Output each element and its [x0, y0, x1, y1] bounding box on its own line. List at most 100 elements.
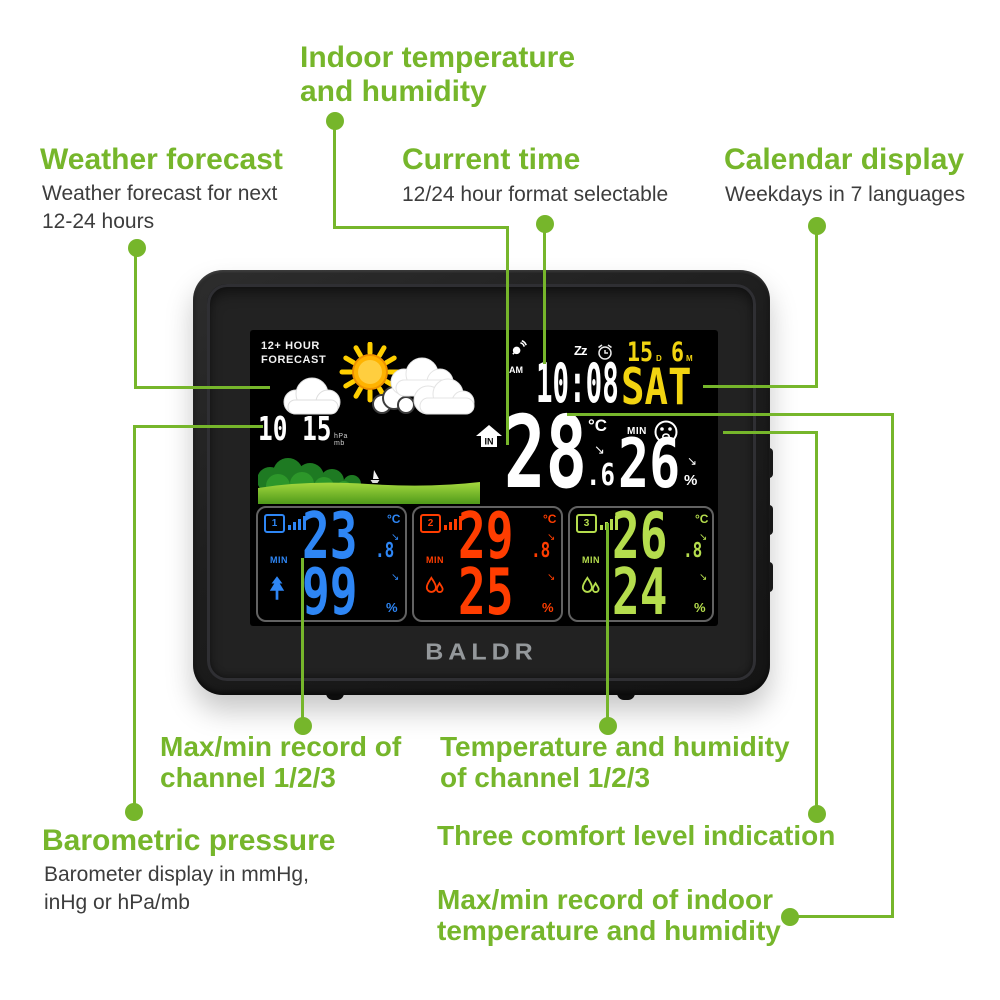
weather-forecast-graphic [283, 342, 475, 415]
svg-text:IN: IN [485, 437, 494, 447]
callout-dot-comfort [808, 805, 826, 823]
meridiem-label: AM [509, 365, 523, 375]
pressure-readout: 10 15 hPa mb [258, 409, 357, 448]
channel-humidity-unit: % [694, 600, 706, 615]
water-drops-icon [581, 576, 600, 593]
channel-3-panel: 3 MIN 26 °C ↘ .8 24 ↘ % [568, 500, 714, 626]
indoor-temp-trend: ↘ [594, 442, 605, 457]
callout-line [333, 226, 509, 229]
pressure-value: 10 15 [258, 409, 332, 448]
date-month-suffix: M [686, 354, 693, 363]
signal-bars-icon [288, 515, 308, 530]
channel-min-label: MIN [582, 555, 600, 565]
channel-humidity-unit: % [542, 600, 554, 615]
indoor-humidity-trend: ↘ [687, 454, 698, 468]
callout-line [723, 431, 818, 434]
callout-weather-title: Weather forecast [40, 143, 283, 176]
callout-comfort-title: Three comfort level indication [437, 820, 836, 851]
channel-number-badge: 1 [264, 514, 285, 533]
channel-temp-decimal: .8 [375, 538, 395, 562]
time-readout: 10:08 [536, 352, 619, 415]
callout-dot-indoor [326, 112, 344, 130]
channel-temp: 26 [612, 500, 668, 574]
callout-dot-temp-humidity-channel [599, 717, 617, 735]
comfort-face-icon [654, 420, 678, 444]
channel-humidity: 24 [612, 556, 668, 626]
tree-arrow-icon [269, 576, 285, 600]
callout-dot-maxmin-channel [294, 717, 312, 735]
callout-line [134, 386, 270, 389]
callout-line [301, 558, 304, 724]
callout-weather-desc: Weather forecast for next 12-24 hours [42, 182, 278, 233]
channel-humidity: 99 [302, 556, 358, 626]
date-day-suffix: D [656, 354, 662, 363]
date-month: 6 [671, 337, 685, 368]
forecast-label: 12+ HOUR FORECAST [261, 340, 327, 367]
callout-line [703, 385, 818, 388]
indoor-temp-decimal: .6 [586, 458, 615, 493]
channel-temp: 23 [302, 500, 358, 574]
date-day: 15 [627, 337, 654, 368]
channel-min-label: MIN [426, 555, 444, 565]
pressure-unit: hPa mb [334, 433, 348, 447]
weekday-readout: SAT [621, 358, 692, 416]
callout-line [133, 425, 263, 428]
callout-dot-weather [128, 239, 146, 257]
channel-temp-trend: ↘ [699, 532, 708, 543]
water-drops-icon [425, 576, 444, 593]
callout-line [815, 226, 818, 388]
snooze-indicator: Zz [574, 343, 587, 358]
callout-line [567, 413, 894, 416]
indoor-humidity-unit: % [684, 472, 698, 489]
callout-line [134, 248, 137, 389]
callout-dot-calendar [808, 217, 826, 235]
channel-temp-decimal: .8 [683, 538, 703, 562]
sun-icon [339, 342, 401, 403]
callout-indoor-title: Indoor temperature and humidity [300, 41, 576, 108]
cloud-outline-icon [372, 386, 415, 414]
brand-logo: BALDR [425, 639, 538, 665]
callout-time-desc: 12/24 hour format selectable [402, 183, 669, 206]
callout-maxmin-indoor-title: Max/min record of indoor temperature and… [437, 884, 781, 947]
weather-station-device: 12+ HOUR FORECAST [193, 270, 770, 695]
callout-dot-barometric [125, 803, 143, 821]
channel-temp-unit: °C [543, 512, 557, 526]
channel-temp-trend: ↘ [391, 532, 400, 543]
indoor-temp-unit: °C [588, 416, 608, 435]
callout-time-title: Current time [402, 143, 581, 176]
callout-line [791, 915, 894, 918]
channel-humidity-unit: % [386, 600, 398, 615]
callout-maxmin-channel-title: Max/min record of channel 1/2/3 [160, 731, 402, 794]
callout-barometric-desc: Barometer display in mmHg, inHg or hPa/m… [44, 863, 309, 914]
date-readout: 15 D 6 M [627, 337, 693, 368]
callout-line [815, 431, 818, 814]
signal-bars-icon [444, 515, 464, 530]
alarm-icon [598, 344, 612, 360]
cloud-icon [390, 357, 475, 415]
channel-number-badge: 2 [420, 514, 441, 533]
callout-line [891, 413, 894, 918]
channel-temp-unit: °C [695, 512, 709, 526]
callout-line [133, 425, 136, 808]
callout-line [506, 226, 509, 445]
callout-barometric-title: Barometric pressure [42, 824, 336, 857]
callout-dot-maxmin-indoor [781, 908, 799, 926]
indoor-temp: 28 [504, 394, 588, 511]
indoor-min-label: MIN [627, 426, 647, 437]
channel-temp-decimal: .8 [531, 538, 551, 562]
indoor-house-icon: IN [476, 425, 502, 447]
channel-2-panel: 2 MIN 29 °C ↘ .8 25 ↘ % [412, 505, 563, 625]
callout-line [333, 121, 336, 229]
channel-temp-trend: ↘ [547, 532, 556, 543]
callout-temp-humidity-channel-title: Temperature and humidity of channel 1/2/… [440, 731, 790, 794]
lcd-screen: 12+ HOUR FORECAST [250, 330, 718, 626]
channel-humidity-trend: ↘ [547, 572, 556, 583]
channel-temp-unit: °C [387, 512, 401, 526]
callout-dot-time [536, 215, 554, 233]
channel-humidity-trend: ↘ [699, 572, 708, 583]
landscape-graphic [258, 458, 480, 504]
callout-calendar-desc: Weekdays in 7 languages [725, 183, 966, 206]
channel-number-badge: 3 [576, 514, 597, 533]
callout-calendar-title: Calendar display [724, 143, 965, 176]
